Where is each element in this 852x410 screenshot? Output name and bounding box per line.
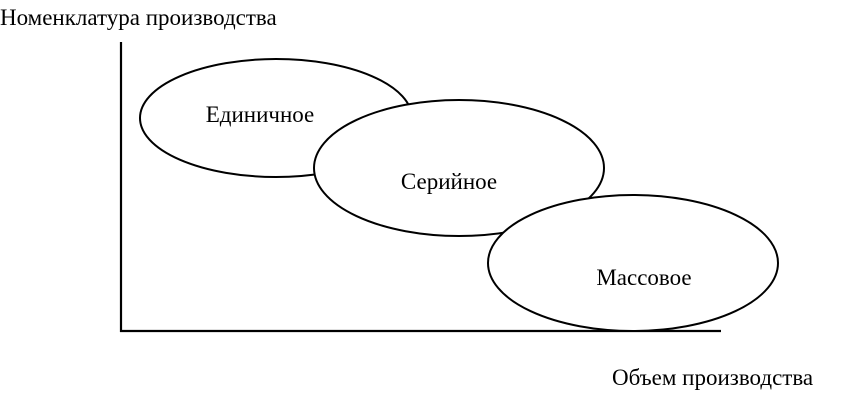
region-serial: Серийное	[313, 99, 605, 237]
region-mass: Массовое	[487, 194, 779, 332]
region-single-label: Единичное	[206, 102, 315, 127]
region-serial-ellipse	[313, 99, 605, 237]
region-serial-label: Серийное	[401, 169, 497, 194]
x-axis-title: Объем производства	[612, 365, 813, 390]
y-axis-title: Номенклатура производства	[0, 5, 277, 30]
region-mass-label: Массовое	[596, 265, 691, 290]
region-mass-ellipse	[487, 194, 779, 332]
